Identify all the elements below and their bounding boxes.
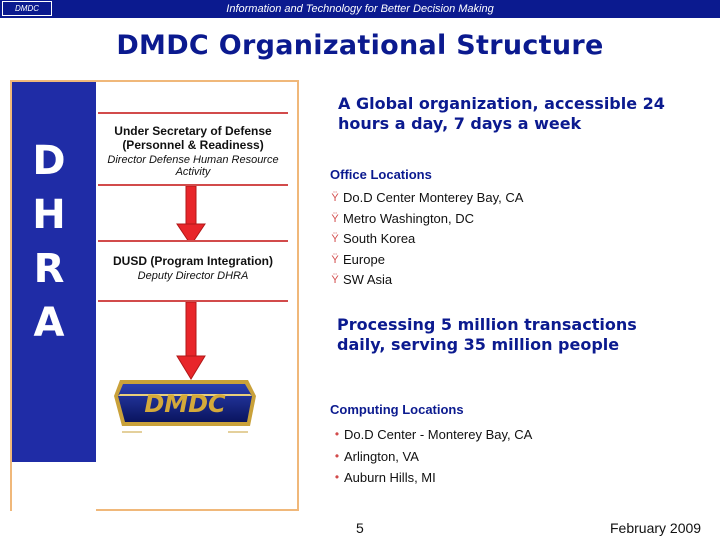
slide-title: DMDC Organizational Structure — [116, 30, 604, 61]
org-box-subtitle: Director Defense Human Resource Activity — [107, 154, 279, 178]
headline: A Global organization, accessible 24 hou… — [338, 94, 665, 133]
dhra-letter: H — [32, 192, 66, 238]
list-item: Ϋ South Korea — [328, 229, 523, 250]
strip-gap — [12, 462, 96, 511]
office-locations-list: Ϋ Do.D Center Monterey Bay, CA Ϋ Metro Was… — [328, 188, 523, 291]
tee-bullet-icon: Ϋ — [331, 192, 339, 204]
tee-bullet-icon: Ϋ — [331, 274, 339, 286]
computing-locations-title: Computing Locations — [330, 402, 464, 417]
list-item: Ϋ Do.D Center Monterey Bay, CA — [328, 188, 523, 209]
office-locations-title: Office Locations — [330, 167, 432, 182]
org-box-title: DUSD (Program Integration) — [112, 254, 273, 268]
list-item-label: Do.D Center - Monterey Bay, CA — [344, 427, 533, 442]
tee-bullet-icon: Ϋ — [331, 212, 339, 225]
org-chart-panel: D H R A Under Secretary of Defense (Pers… — [10, 80, 299, 511]
list-item-label: Auburn Hills, MI — [344, 470, 436, 485]
dot-bullet-icon: • — [334, 470, 340, 484]
org-box-title: Under Secretary of Defense (Personnel & … — [114, 124, 272, 152]
computing-locations-list: • Do.D Center - Monterey Bay, CA • Arlingt… — [330, 424, 532, 489]
list-item-label: South Korea — [343, 231, 416, 246]
dmdc-logo-icon: DMDC — [114, 380, 256, 433]
dot-bullet-icon: • — [334, 427, 340, 441]
dhra-letter: A — [33, 300, 65, 346]
down-arrow-icon — [176, 302, 206, 380]
dhra-letter: D — [32, 138, 66, 184]
list-item: • Do.D Center - Monterey Bay, CA — [330, 424, 532, 446]
list-item: • Auburn Hills, MI — [330, 467, 532, 489]
list-item-label: Metro Washington, DC — [343, 210, 475, 226]
header-logo: DMDC — [2, 1, 52, 16]
header-bar: Information and Technology for Better De… — [0, 0, 720, 18]
org-box-dusd: DUSD (Program Integration) Deputy Direct… — [98, 240, 288, 302]
dhra-letters: D H R A — [24, 134, 74, 350]
dmdc-logo-text: DMDC — [144, 390, 226, 418]
org-box-usd: Under Secretary of Defense (Personnel & … — [98, 112, 288, 186]
page-number: 5 — [356, 520, 364, 536]
footer-date: February 2009 — [610, 520, 702, 536]
list-item: Ϋ SW Asia — [328, 270, 523, 291]
processing-statement: Processing 5 million transactions daily,… — [337, 315, 637, 354]
list-item: • Arlington, VA — [330, 446, 532, 468]
dot-bullet-icon: • — [334, 448, 340, 463]
list-item-label: Do.D Center Monterey Bay, CA — [343, 190, 524, 205]
list-item-label: Arlington, VA — [344, 448, 419, 464]
list-item: Ϋ Metro Washington, DC — [328, 209, 523, 230]
tee-bullet-icon: Ϋ — [331, 253, 339, 266]
list-item-label: Europe — [343, 251, 385, 267]
down-arrow-icon — [176, 186, 206, 246]
list-item: Ϋ Europe — [328, 250, 523, 271]
dhra-letter: R — [33, 246, 65, 292]
tee-bullet-icon: Ϋ — [331, 233, 339, 245]
header-tagline: Information and Technology for Better De… — [226, 3, 494, 15]
org-box-subtitle: Deputy Director DHRA — [137, 270, 249, 282]
list-item-label: SW Asia — [343, 272, 393, 287]
dhra-strip — [12, 82, 96, 462]
